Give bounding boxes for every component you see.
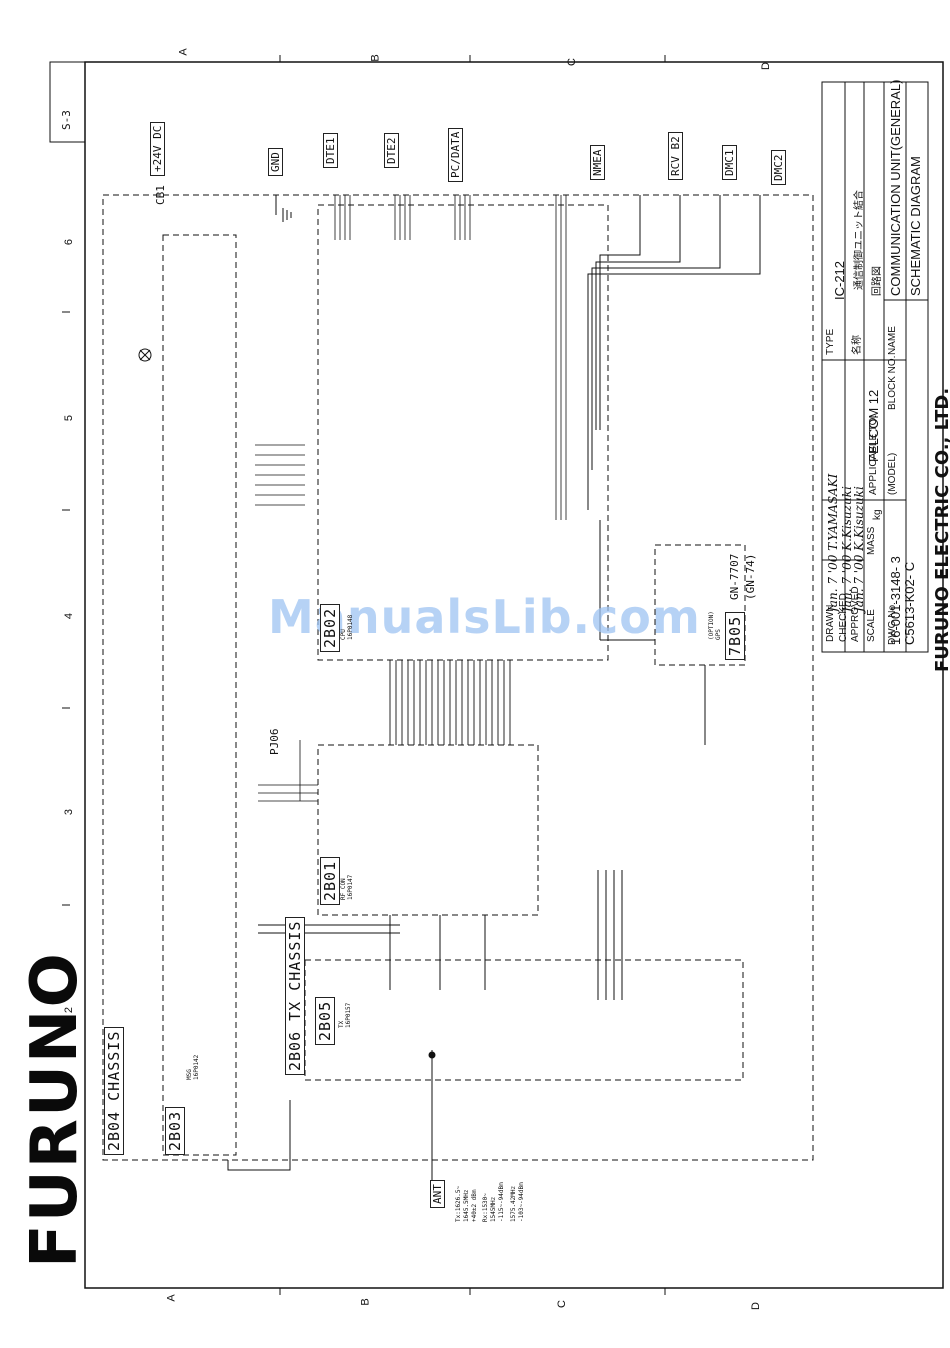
connector-cb1: CB1 — [154, 185, 167, 205]
title-block — [821, 81, 929, 653]
zone-letter-a-bottom: A — [165, 1294, 178, 1302]
gps-link — [599, 520, 706, 745]
cpu-rf-bus — [389, 660, 511, 745]
zone-ticks-left — [62, 311, 70, 1101]
furuno-logo: FURUNO — [18, 951, 92, 1268]
connector-dte1: DTE1 — [323, 133, 338, 168]
tb-name-jp-value: 通信制御ユニット結合 — [854, 190, 865, 290]
zone-number-3: 3 — [63, 808, 76, 816]
unit-2b02-sub: CPU 16P0148 — [340, 614, 354, 640]
mid-harness — [255, 444, 305, 506]
unit-2b05-label: 2B05 — [315, 996, 335, 1045]
zone-letter-b-top: B — [369, 54, 382, 62]
sheet-id-box — [49, 61, 86, 143]
zone-letter-d-bottom: D — [749, 1302, 762, 1310]
ant-note-6: -115~-94dBm — [498, 1182, 505, 1222]
connector-rcvb2: RCV B2 — [668, 132, 683, 180]
unit-2b01-sub: RF CON 16P0147 — [340, 874, 354, 900]
tb-drawn-value: Jan. 7 '00 T.YAMASAKI — [826, 473, 840, 612]
connector-dmc1: DMC1 — [722, 145, 737, 180]
tb-name-value-2: SCHEMATIC DIAGRAM — [908, 156, 923, 296]
unit-2b02-label: 2B02 — [320, 603, 340, 652]
connector-pj06: PJ06 — [268, 728, 281, 756]
tb-name-label: NAME — [887, 326, 898, 355]
gps-option-outline — [654, 544, 746, 666]
gps-model-2: (GN-74) — [744, 553, 757, 600]
pj06-wires — [258, 740, 318, 802]
tb-name-jp-label: 名称 — [852, 335, 863, 355]
zone-number-4: 4 — [63, 612, 76, 620]
zone-letter-c-bottom: C — [555, 1300, 568, 1308]
unit-2b03-outline — [162, 234, 237, 1156]
unit-7b05-sub: (OPTION) GPS — [708, 611, 722, 640]
unit-2b01-label: 2B01 — [320, 856, 340, 905]
unit-2b03-label: 2B03 — [165, 1106, 185, 1155]
connector-24vdc: +24V DC — [150, 121, 165, 176]
tb-dwg-value: C5613-K02- C — [902, 561, 917, 645]
tx-chassis-label: 2B06 TX CHASSIS — [285, 916, 305, 1075]
tb-approved-value: Jan. 7 '00 K.Kisuzuki — [852, 486, 866, 612]
unit-2b02-outline — [317, 204, 609, 661]
tb-mass-label: MASS — [866, 526, 877, 555]
tb-scale-label: SCALE — [866, 609, 877, 642]
tb-type-value: IC-212 — [832, 260, 847, 300]
connector-dte2: DTE2 — [384, 133, 399, 168]
gps-model: GN-7707 — [728, 553, 741, 600]
zone-letter-c-top: C — [565, 58, 578, 66]
zone-letter-b-bottom: B — [359, 1298, 372, 1306]
ant-note-4: Rx:1530~ — [482, 1193, 489, 1222]
connector-dmc2: DMC2 — [771, 150, 786, 185]
ant-note-2: 1645.5MHz — [463, 1189, 470, 1222]
right-routing — [587, 195, 761, 510]
zone-ticks-top — [279, 55, 666, 1295]
ant-note-1: Tx:1626.5~ — [455, 1185, 462, 1222]
sheet-id: S-3 — [60, 110, 73, 130]
connector-pcdata: PC/DATA — [448, 127, 463, 182]
tb-name-jp-2: 回路図 — [872, 266, 883, 296]
ant-note-3: +40±2 dBm — [471, 1189, 478, 1222]
tb-name-value-1: COMMUNICATION UNIT(GENERAL) — [888, 79, 903, 296]
rf-tx-wiring — [258, 870, 623, 1000]
tb-model-label: (MODEL) — [887, 452, 898, 495]
tx-chassis-outline — [304, 959, 744, 1081]
ant-note-7: 1575.42MHz — [510, 1185, 517, 1222]
ant-feed — [227, 1050, 436, 1185]
tb-block-label: BLOCK NO. — [887, 355, 898, 410]
fan-symbol — [138, 348, 152, 362]
zone-letter-d-top: D — [759, 62, 772, 70]
zone-letter-a-top: A — [177, 48, 190, 56]
ant-note-5: 1545MHz — [490, 1196, 497, 1222]
tb-mass-unit: kg — [872, 509, 883, 520]
zone-number-6: 6 — [63, 238, 76, 246]
unit-2b01-outline — [317, 744, 539, 916]
connector-gnd: GND — [268, 148, 283, 176]
top-connector-wires — [334, 195, 567, 520]
company-name: FURUNO ELECTRIC CO., LTD. — [932, 387, 950, 672]
tb-dwg-label: DWG No. — [887, 602, 898, 645]
unit-2b03-sub: MSG 16P0142 — [186, 1054, 200, 1080]
connector-nmea: NMEA — [590, 145, 605, 180]
outer-frame — [84, 61, 944, 1289]
tb-applicable-value: FELCOM 12 — [866, 389, 881, 462]
tb-type-label: TYPE — [825, 328, 836, 355]
unit-7b05-label: 7B05 — [725, 611, 745, 660]
chassis-2b04-outline — [102, 194, 814, 1161]
gnd-symbol — [275, 195, 292, 222]
chassis-2b04-label: 2B04 CHASSIS — [104, 1026, 124, 1155]
connector-ant: ANT — [430, 1180, 445, 1208]
ant-note-8: -103~-94dBm — [518, 1182, 525, 1222]
zone-number-5: 5 — [63, 414, 76, 422]
unit-2b05-sub: TX 16P0157 — [338, 1002, 352, 1028]
